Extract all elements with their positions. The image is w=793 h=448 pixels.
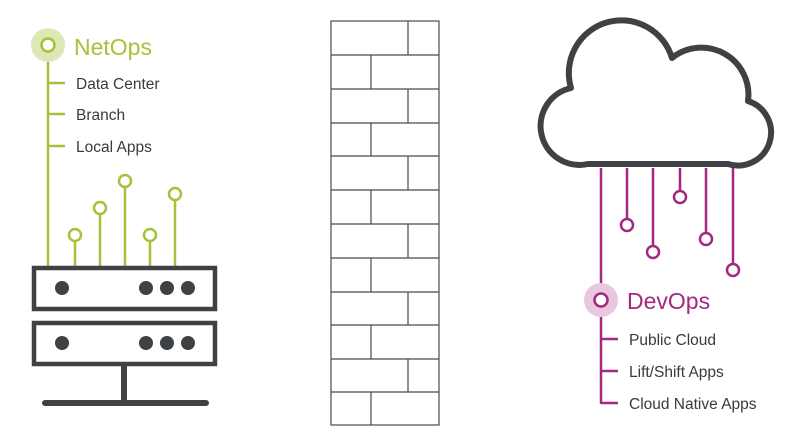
devops-node-icon [584, 283, 618, 317]
devops-group: DevOps Public Cloud Lift/Shift Apps Clou… [537, 17, 775, 413]
netops-node-icon [31, 28, 65, 62]
devops-item-public-cloud: Public Cloud [629, 332, 716, 349]
netops-item-data-center: Data Center [76, 76, 160, 93]
server-icon [31, 265, 218, 406]
devops-title: DevOps [627, 288, 710, 314]
firewall-wall [330, 20, 440, 426]
netops-pins [67, 173, 183, 267]
devops-pins [619, 168, 741, 278]
devops-item-cloud-native-apps: Cloud Native Apps [629, 396, 757, 413]
devops-item-lift-shift-apps: Lift/Shift Apps [629, 364, 724, 381]
netops-item-local-apps: Local Apps [76, 139, 152, 156]
netops-title: NetOps [74, 34, 152, 60]
cloud-icon [537, 17, 775, 169]
netops-item-branch: Branch [76, 107, 125, 124]
netops-group: NetOps Data Center Branch Local Apps [31, 28, 218, 406]
